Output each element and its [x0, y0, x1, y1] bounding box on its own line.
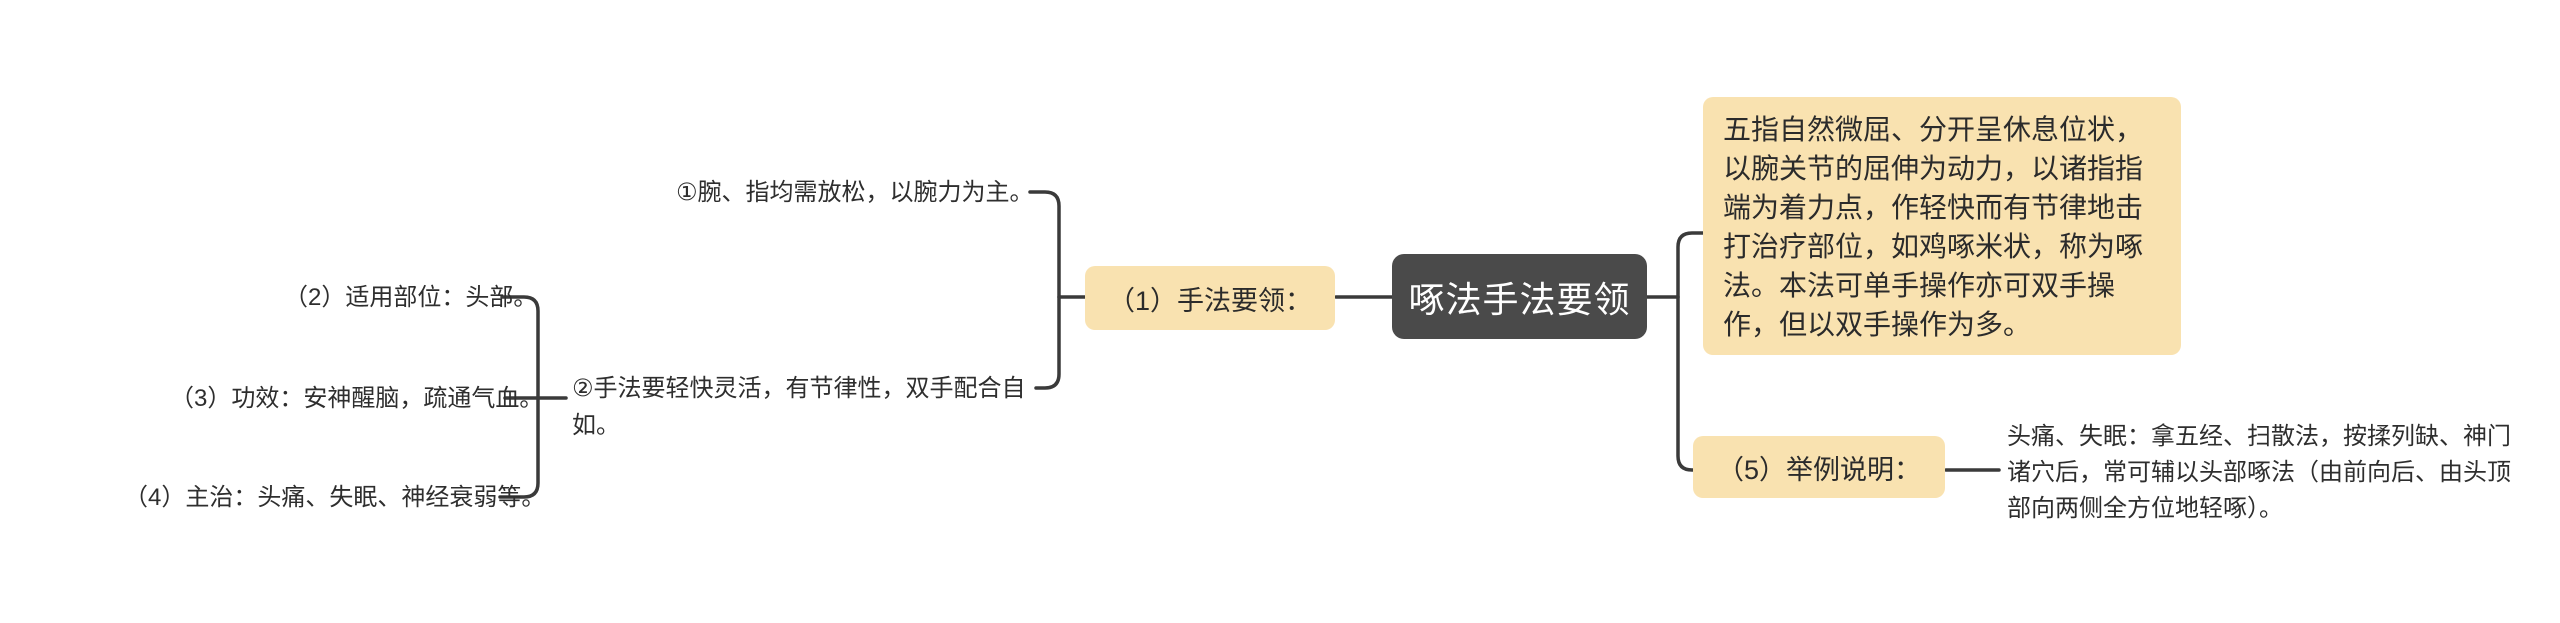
topic-essential-point-2[interactable]: ②手法要轻快灵活，有节律性，双手配合自如。 — [572, 375, 1026, 439]
topic-essential-point-1[interactable]: ①腕、指均需放松，以腕力为主。 — [676, 179, 1034, 206]
topic-technique-essentials-label: （1）手法要领： — [1107, 285, 1313, 316]
topic-technique-essentials[interactable]: （1）手法要领： — [1085, 266, 1335, 330]
topic-example-label: （5）举例说明： — [1716, 454, 1922, 485]
root-topic-label: 啄法手法要领 — [1408, 278, 1631, 320]
connector-node1-children-bracket — [1028, 190, 1061, 390]
topic-description-box[interactable]: 五指自然微屈、分开呈休息位状，以腕关节的屈伸为动力，以诸指指端为着力点，作轻快而… — [1703, 97, 2181, 355]
topic-example[interactable]: （5）举例说明： — [1693, 436, 1945, 498]
topic-indications[interactable]: （4）主治：头痛、失眠、神经衰弱等。 — [124, 484, 546, 511]
connector-right-bracket — [1676, 231, 1705, 472]
root-topic[interactable]: 啄法手法要领 — [1392, 254, 1647, 339]
topic-applicable-area[interactable]: （2）适用部位：头部。 — [284, 284, 538, 311]
topic-effect[interactable]: （3）功效：安神醒脑，疏通气血。 — [170, 385, 544, 412]
topic-example-text[interactable]: 头痛、失眠：拿五经、扫散法，按揉列缺、神门诸穴后，常可辅以头部啄法（由前向后、由… — [2007, 423, 2511, 522]
